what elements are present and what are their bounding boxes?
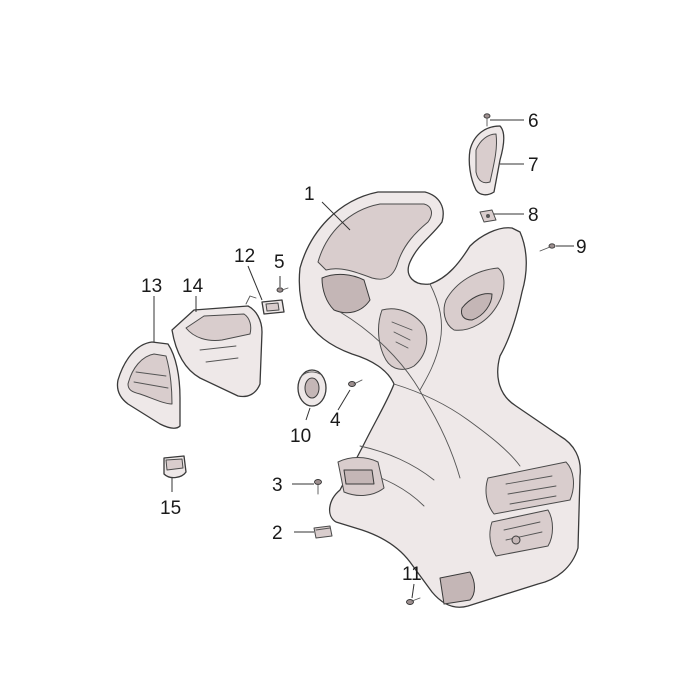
callout-12: 12 [234,246,255,267]
callout-6: 6 [528,111,539,132]
screw-icon [539,243,556,252]
callout-9: 9 [576,237,587,258]
callout-labels: 1 2 3 4 5 6 7 8 9 10 11 12 13 14 15 [141,111,587,585]
leader-4 [337,389,351,411]
cover-flap-icon [468,125,505,196]
callout-15: 15 [160,498,181,519]
callout-4: 4 [330,410,341,431]
glove-box-door-icon [116,341,181,429]
leader-12 [247,265,263,301]
leader-10 [305,407,311,421]
callout-10: 10 [290,426,311,447]
callout-1: 1 [304,184,315,205]
leader-11 [411,583,415,599]
screw-icon [276,287,289,293]
callout-2: 2 [272,523,283,544]
screw-icon [406,597,421,605]
rubber-plug-icon [163,455,187,479]
ignition-ring-icon [297,369,327,407]
callout-8: 8 [528,205,539,226]
leader-1 [321,201,351,231]
screw-icon [314,479,322,495]
callout-5: 5 [274,252,285,273]
glove-box-icon [171,295,263,398]
spring-clip-icon [313,525,333,539]
callout-14: 14 [182,276,204,297]
latch-icon [261,299,285,315]
callout-3: 3 [272,475,283,496]
nut-clip-icon [479,209,497,223]
callout-11: 11 [402,564,422,585]
callout-7: 7 [528,155,539,176]
leader-lines [153,119,574,599]
leg-shield-back-plate-icon [298,191,581,608]
screw-icon [348,379,363,387]
screw-icon [483,113,491,127]
callout-13: 13 [141,276,162,297]
